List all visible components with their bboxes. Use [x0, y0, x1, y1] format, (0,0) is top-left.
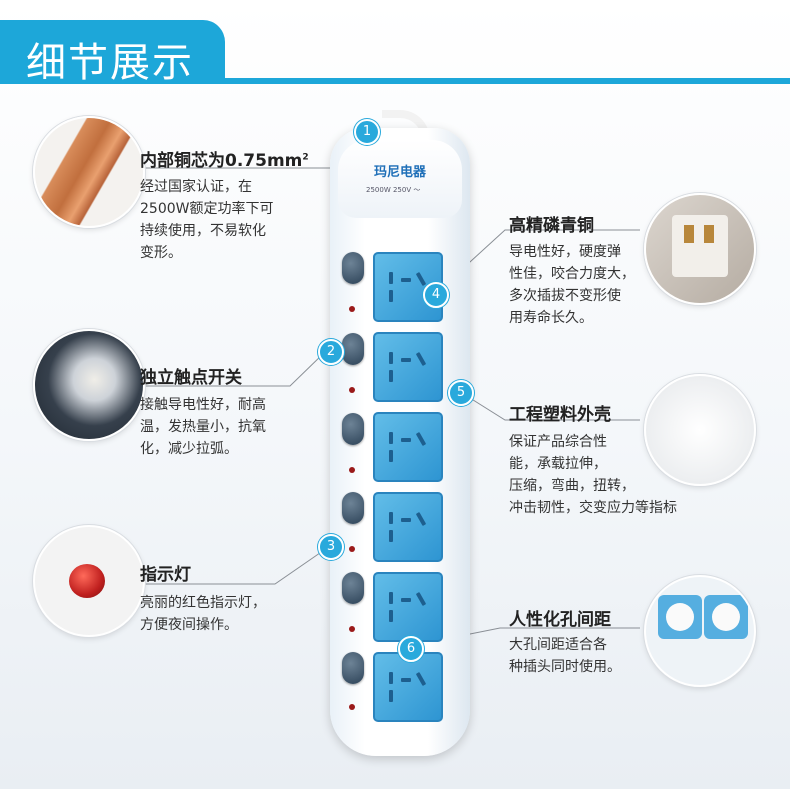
indicator-led-4	[349, 546, 355, 552]
feature-4-title: 高精磷青铜	[509, 216, 594, 236]
header-tab	[0, 20, 225, 84]
switch-3	[342, 413, 364, 445]
socket-4	[373, 492, 443, 562]
strip-head	[338, 140, 462, 218]
feature-4-desc: 导电性好，硬度弹性佳，咬合力度大， 多次插拔不变形使用寿命长久。	[509, 244, 635, 326]
switch-5	[342, 572, 364, 604]
feature-5-title: 工程塑料外壳	[509, 405, 611, 425]
socket-2	[373, 332, 443, 402]
socket-6	[373, 652, 443, 722]
red-led-icon	[69, 564, 105, 598]
header-rule	[0, 78, 790, 84]
feature-3-title: 指示灯	[140, 565, 191, 585]
badge-2: 2	[318, 339, 344, 365]
indicator-led-1	[349, 306, 355, 312]
indicator-led-6	[349, 704, 355, 710]
badge-5: 5	[448, 380, 474, 406]
callout-line-2	[140, 351, 326, 387]
badge-1: 1	[354, 119, 380, 145]
feature-2-title: 独立触点开关	[140, 368, 242, 388]
badge-4: 4	[423, 282, 449, 308]
socket-3	[373, 412, 443, 482]
feature-1-title: 内部铜芯为0.75mm2	[140, 151, 309, 171]
plastic-pellets-image	[644, 374, 756, 486]
rating-label: 2500W 250V ～	[366, 186, 421, 194]
badge-3: 3	[318, 534, 344, 560]
indicator-led-3	[349, 467, 355, 473]
feature-2-desc: 接触导电性好，耐高温，发热量小，抗氧 化，减少拉弧。	[140, 397, 266, 457]
feature-6-desc: 大孔间距适合各种插头同时使用。	[509, 637, 621, 675]
brand-label: 玛尼电器	[374, 165, 427, 180]
feature-3-desc: 亮丽的红色指示灯，方便夜间操作。	[140, 595, 266, 633]
socket-5	[373, 572, 443, 642]
copper-wire-image	[33, 116, 145, 228]
indicator-led-5	[349, 626, 355, 632]
page-title: 细节展示	[26, 40, 194, 86]
phosphor-bronze-image	[644, 193, 756, 305]
badge-6: 6	[398, 636, 424, 662]
callout-line-3	[140, 545, 331, 585]
callout-line-5	[461, 392, 640, 421]
switch-1	[342, 252, 364, 284]
switch-2	[342, 333, 364, 365]
switch-contact-image	[33, 329, 145, 441]
indicator-light-image	[33, 525, 145, 637]
feature-6-title: 人性化孔间距	[509, 610, 611, 630]
socket-spacing-image	[644, 575, 756, 687]
feature-5-desc: 保证产品综合性能，承载拉伸， 压缩，弯曲，扭转，冲击韧性，交变应力等指标	[509, 434, 677, 516]
switch-6	[342, 652, 364, 684]
indicator-led-2	[349, 387, 355, 393]
switch-4	[342, 492, 364, 524]
